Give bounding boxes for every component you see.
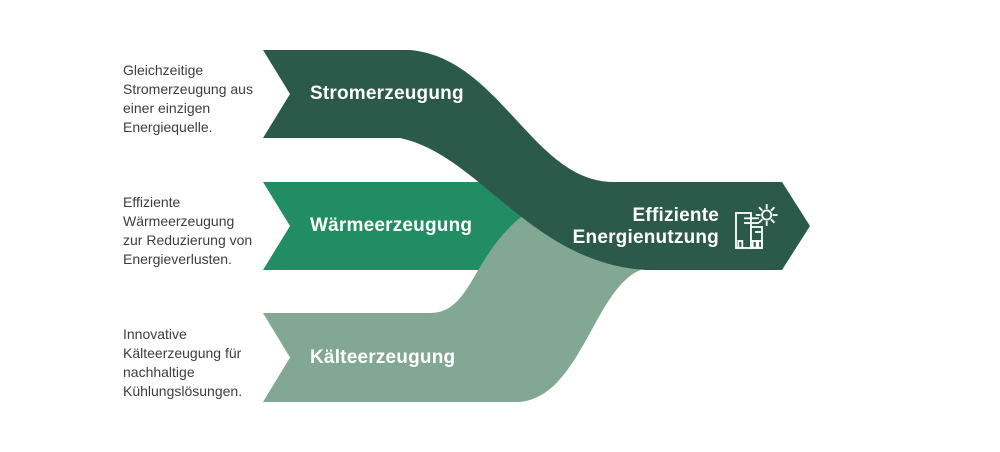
result-label: Effiziente Energienutzung: [572, 205, 719, 248]
result-block: Effiziente Energienutzung: [520, 196, 785, 258]
strom-label: Stromerzeugung: [310, 83, 464, 104]
strom-ribbon-and-result-arrow: [263, 50, 810, 270]
building-sun-icon: [735, 204, 778, 249]
strom-description: Gleichzeitige Stromerzeugung aus einer e…: [123, 62, 253, 135]
waerme-label: Wärmeerzeugung: [310, 215, 473, 236]
waerme-description: Effiziente Wärmeerzeugung zur Reduzierun…: [123, 194, 253, 267]
kaelte-label: Kälteerzeugung: [310, 347, 456, 368]
kaelte-description: Innovative Kälteerzeugung für nachhaltig…: [123, 326, 243, 399]
